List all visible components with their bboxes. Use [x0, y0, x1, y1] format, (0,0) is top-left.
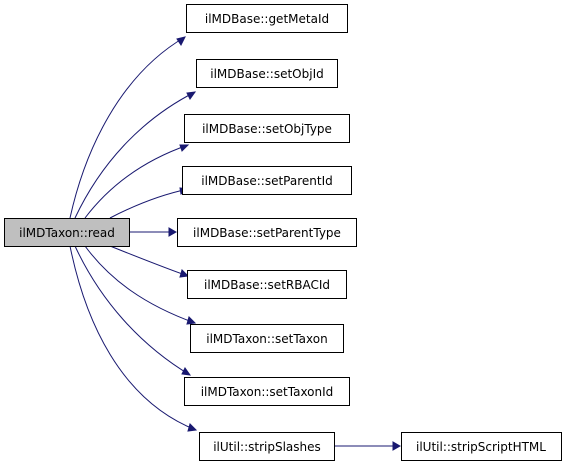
node-label: ilMDBase::getMetaId	[205, 12, 329, 26]
node-label: ilMDBase::setRBACId	[204, 278, 330, 292]
node-ilmdbase-setparenttype[interactable]: ilMDBase::setParentType	[177, 218, 357, 247]
node-label: ilMDBase::setParentType	[193, 226, 341, 240]
node-ilmdbase-getmetaid[interactable]: ilMDBase::getMetaId	[186, 4, 348, 33]
edge-read-to-setrbacid	[109, 245, 189, 277]
arrowhead-setrbacid	[179, 269, 190, 278]
arrowhead-stripscripthtml	[392, 441, 402, 451]
node-ilmdbase-setrbacid[interactable]: ilMDBase::setRBACId	[187, 270, 347, 299]
node-ilmdtaxon-settaxonid[interactable]: ilMDTaxon::setTaxonId	[184, 377, 350, 406]
node-box	[177, 218, 357, 247]
node-box	[4, 218, 130, 247]
node-label: ilUtil::stripScriptHTML	[416, 440, 546, 454]
node-box	[190, 324, 344, 353]
arrowhead-settaxonid	[181, 367, 192, 376]
node-box	[186, 4, 348, 33]
edge-read-to-settaxon	[84, 245, 196, 324]
node-label: ilMDBase::setParentId	[201, 174, 332, 188]
node-ilmdbase-setobjtype[interactable]: ilMDBase::setObjType	[184, 114, 350, 143]
node-label: ilMDTaxon::setTaxonId	[201, 385, 334, 399]
node-box	[187, 270, 347, 299]
edge-read-to-setobjid	[74, 91, 196, 219]
arrowhead-setobjtype	[179, 144, 190, 152]
edge-read-to-setobjtype	[84, 144, 189, 219]
node-label: ilUtil::stripSlashes	[213, 440, 321, 454]
node-ilutil-stripscripthtml[interactable]: ilUtil::stripScriptHTML	[401, 432, 562, 461]
node-box	[182, 166, 352, 195]
node-ilmdbase-setobjid[interactable]: ilMDBase::setObjId	[196, 59, 338, 88]
node-box	[184, 377, 350, 406]
arrowhead-stripslashes	[187, 423, 198, 432]
node-ilmdtaxon-settaxon[interactable]: ilMDTaxon::setTaxon	[190, 324, 344, 353]
node-label: ilMDBase::setObjType	[202, 122, 332, 136]
node-box	[199, 432, 335, 461]
arrowhead-settaxon	[186, 316, 197, 325]
edge-read-to-setparentid	[109, 188, 189, 219]
edge-read-to-settaxonid	[74, 245, 191, 376]
node-label: ilMDTaxon::read	[19, 226, 115, 240]
node-ilutil-stripslashes[interactable]: ilUtil::stripSlashes	[199, 432, 335, 461]
node-label: ilMDTaxon::setTaxon	[206, 332, 327, 346]
node-label: ilMDBase::setObjId	[210, 67, 323, 81]
node-ilmdbase-setparentid[interactable]: ilMDBase::setParentId	[182, 166, 352, 195]
arrowhead-setparenttype	[168, 227, 178, 237]
node-box	[184, 114, 350, 143]
node-box	[401, 432, 562, 461]
edge-read-to-stripslashes	[69, 245, 197, 431]
edge-read-to-getmetaid	[69, 36, 186, 219]
arrowhead-getmetaid	[176, 36, 186, 46]
node-box	[196, 59, 338, 88]
node-ilmdtaxon-read[interactable]: ilMDTaxon::read	[4, 218, 130, 247]
arrowhead-setobjid	[186, 91, 197, 100]
